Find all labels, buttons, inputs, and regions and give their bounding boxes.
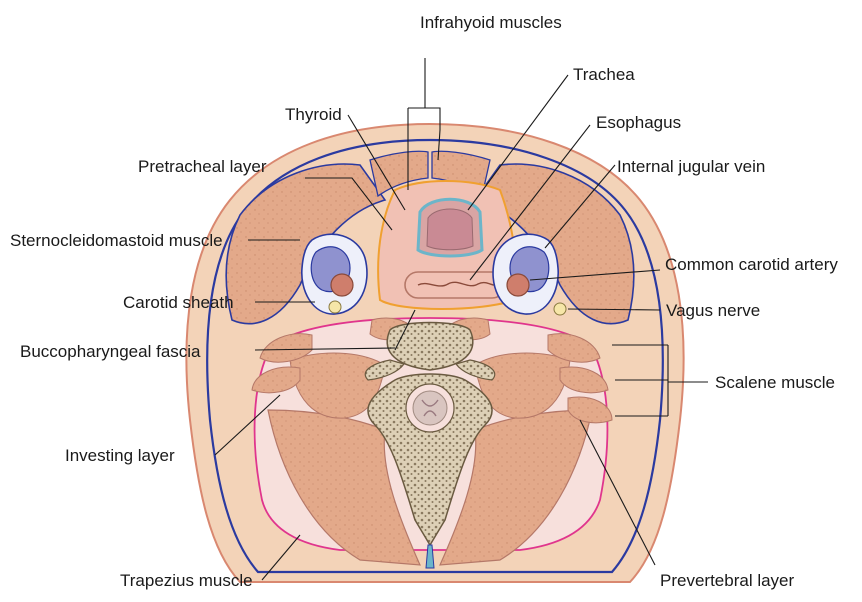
vagus-nerve-right bbox=[554, 303, 566, 315]
label-thyroid: Thyroid bbox=[285, 105, 342, 124]
label-buccopharyngeal-fascia: Buccopharyngeal fascia bbox=[20, 342, 201, 361]
common-carotid-artery-right bbox=[507, 274, 529, 296]
label-infrahyoid-muscles: Infrahyoid muscles bbox=[420, 13, 562, 32]
label-internal-jugular-vein: Internal jugular vein bbox=[617, 157, 765, 176]
label-carotid-sheath: Carotid sheath bbox=[123, 293, 234, 312]
label-common-carotid-artery: Common carotid artery bbox=[665, 255, 838, 274]
label-scalene-muscle: Scalene muscle bbox=[715, 373, 835, 392]
nuchal-ligament bbox=[426, 545, 434, 568]
label-sternocleidomastoid-muscle: Sternocleidomastoid muscle bbox=[10, 231, 223, 250]
label-investing-layer: Investing layer bbox=[65, 446, 175, 465]
label-trapezius-muscle: Trapezius muscle bbox=[120, 571, 253, 590]
label-pretracheal-layer: Pretracheal layer bbox=[138, 157, 267, 176]
spinal-cord bbox=[413, 391, 447, 425]
common-carotid-artery-left bbox=[331, 274, 353, 296]
label-prevertebral-layer: Prevertebral layer bbox=[660, 571, 795, 590]
trachea-lumen bbox=[427, 209, 473, 250]
label-vagus-nerve: Vagus nerve bbox=[666, 301, 760, 320]
esophagus bbox=[405, 272, 505, 298]
label-esophagus: Esophagus bbox=[596, 113, 681, 132]
label-trachea: Trachea bbox=[573, 65, 635, 84]
vagus-nerve-left bbox=[329, 301, 341, 313]
